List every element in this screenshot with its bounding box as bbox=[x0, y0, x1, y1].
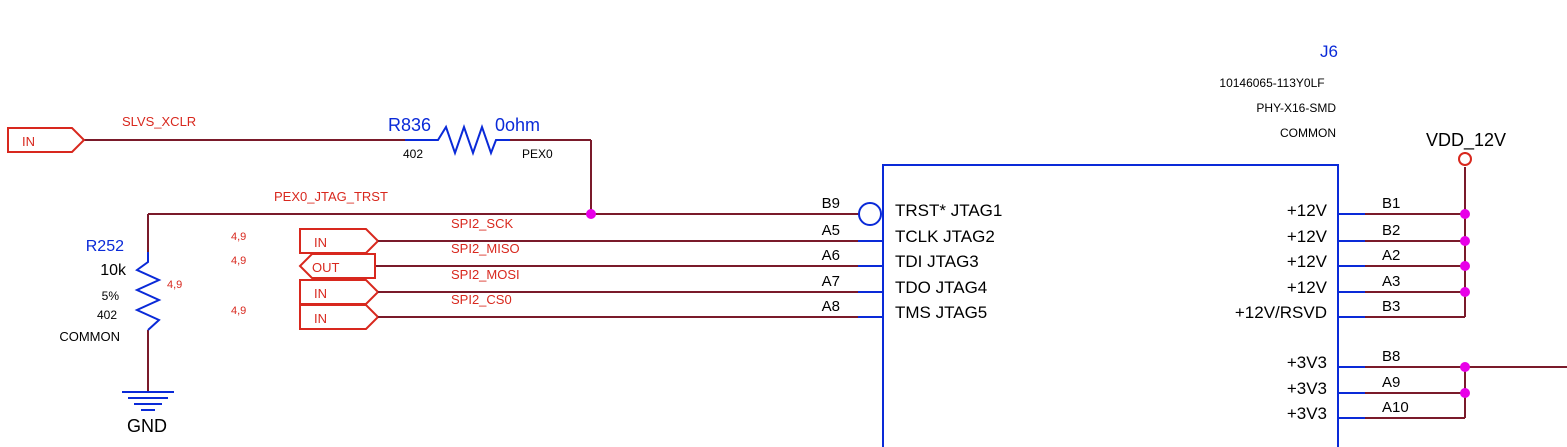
vdd-label: VDD_12V bbox=[1426, 130, 1506, 151]
pin-number: B3 bbox=[1382, 298, 1400, 315]
pin-number: A2 bbox=[1382, 247, 1400, 264]
net-label-spi2-cs0: SPI2_CS0 bbox=[451, 292, 512, 307]
port-spi2-miso: OUT bbox=[298, 253, 376, 279]
resistor-r836-symbol bbox=[405, 123, 510, 157]
net-label-pex0-jtag-trst: PEX0_JTAG_TRST bbox=[274, 189, 388, 204]
pin-number: B8 bbox=[1382, 348, 1400, 365]
pin-name: +12V bbox=[1287, 201, 1328, 220]
pin-name: TDI JTAG3 bbox=[895, 252, 979, 271]
pin-name: TRST* JTAG1 bbox=[895, 201, 1002, 220]
r252-tolerance: 5% bbox=[102, 289, 120, 303]
port-dir-label: IN bbox=[314, 286, 327, 301]
page-ref-cs0: 4,9 bbox=[231, 305, 246, 317]
port-spi2-sck: IN bbox=[299, 228, 400, 254]
net-label-spi2-sck: SPI2_SCK bbox=[451, 216, 513, 231]
pin-name: +12V bbox=[1287, 252, 1328, 271]
j6-group: COMMON bbox=[1280, 126, 1336, 140]
pin-name: +12V/RSVD bbox=[1235, 303, 1327, 322]
pin-number: A3 bbox=[1382, 273, 1400, 290]
pin-name: TCLK JTAG2 bbox=[895, 227, 995, 246]
net-label-slvs-xclr: SLVS_XCLR bbox=[122, 114, 196, 129]
connector-body bbox=[882, 164, 1339, 447]
pin-number: A6 bbox=[822, 247, 840, 264]
gnd-label: GND bbox=[127, 416, 167, 436]
connector-j6 bbox=[858, 164, 1365, 447]
r836-size: 402 bbox=[403, 147, 423, 161]
net-label-spi2-mosi: SPI2_MOSI bbox=[451, 267, 520, 282]
port-dir-label: IN bbox=[314, 311, 327, 326]
ground-symbol bbox=[122, 391, 174, 411]
r252-group: COMMON bbox=[59, 329, 120, 344]
r836-value: 0ohm bbox=[495, 115, 540, 135]
junction-dots bbox=[586, 209, 1470, 398]
port-spi2-mosi: IN bbox=[299, 279, 400, 305]
page-ref-sck: 4,9 bbox=[231, 231, 246, 243]
pin-number: A9 bbox=[1382, 374, 1400, 391]
pin-name: +3V3 bbox=[1287, 353, 1327, 372]
r252-size: 402 bbox=[97, 308, 117, 322]
pin-number: B2 bbox=[1382, 222, 1400, 239]
pin-number: A10 bbox=[1382, 399, 1409, 416]
vdd-power-symbol bbox=[1458, 152, 1472, 166]
pin-number: A5 bbox=[822, 222, 840, 239]
pin-name: +3V3 bbox=[1287, 404, 1327, 423]
pin-number: B9 bbox=[822, 195, 840, 212]
j6-refdes: J6 bbox=[1320, 42, 1338, 61]
port-dir-label: IN bbox=[314, 235, 327, 250]
r836-net: PEX0 bbox=[522, 147, 553, 161]
r252-refdes: R252 bbox=[86, 238, 124, 255]
page-ref-miso: 4,9 bbox=[231, 255, 246, 267]
r252-value: 10k bbox=[100, 262, 127, 279]
pin-name: +12V bbox=[1287, 278, 1328, 297]
port-dir-label: IN bbox=[22, 134, 35, 149]
pin-name: TDO JTAG4 bbox=[895, 278, 987, 297]
pin-name: +3V3 bbox=[1287, 379, 1327, 398]
port-spi2-cs0: IN bbox=[299, 304, 400, 330]
j6-part-number: 10146065-113Y0LF bbox=[1219, 76, 1324, 90]
pin-name: +12V bbox=[1287, 227, 1328, 246]
pin-number: A7 bbox=[822, 273, 840, 290]
port-slvs-xclr: IN bbox=[7, 127, 86, 153]
pin-number: B1 bbox=[1382, 195, 1400, 212]
j6-footprint: PHY-X16-SMD bbox=[1256, 101, 1336, 115]
page-ref-r252: 4,9 bbox=[167, 279, 182, 291]
pin-number: A8 bbox=[822, 298, 840, 315]
net-label-spi2-miso: SPI2_MISO bbox=[451, 241, 520, 256]
r836-refdes: R836 bbox=[388, 115, 431, 135]
resistor-r252-symbol bbox=[134, 252, 162, 331]
port-dir-label: OUT bbox=[312, 260, 340, 275]
trst-inversion-bubble bbox=[858, 202, 882, 226]
pin-name: TMS JTAG5 bbox=[895, 303, 987, 322]
